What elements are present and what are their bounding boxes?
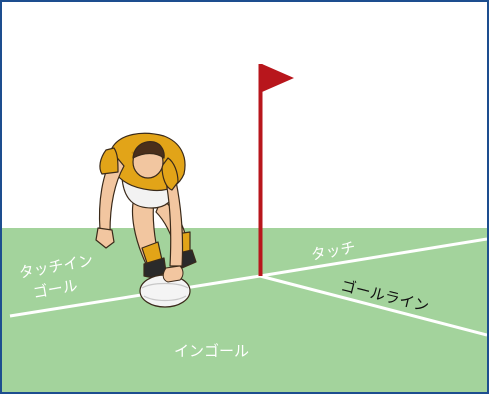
goal-line: [259, 274, 487, 337]
label-in-goal: インゴール: [174, 342, 249, 360]
rugby-player-icon: [95, 132, 197, 279]
grass-field: [2, 228, 487, 392]
sky-background: [2, 2, 487, 228]
touch-line: [259, 237, 487, 278]
corner-flag-icon: [258, 64, 294, 276]
rugby-ball-icon: [139, 265, 191, 308]
touch-in-goal-line: [9, 274, 261, 318]
